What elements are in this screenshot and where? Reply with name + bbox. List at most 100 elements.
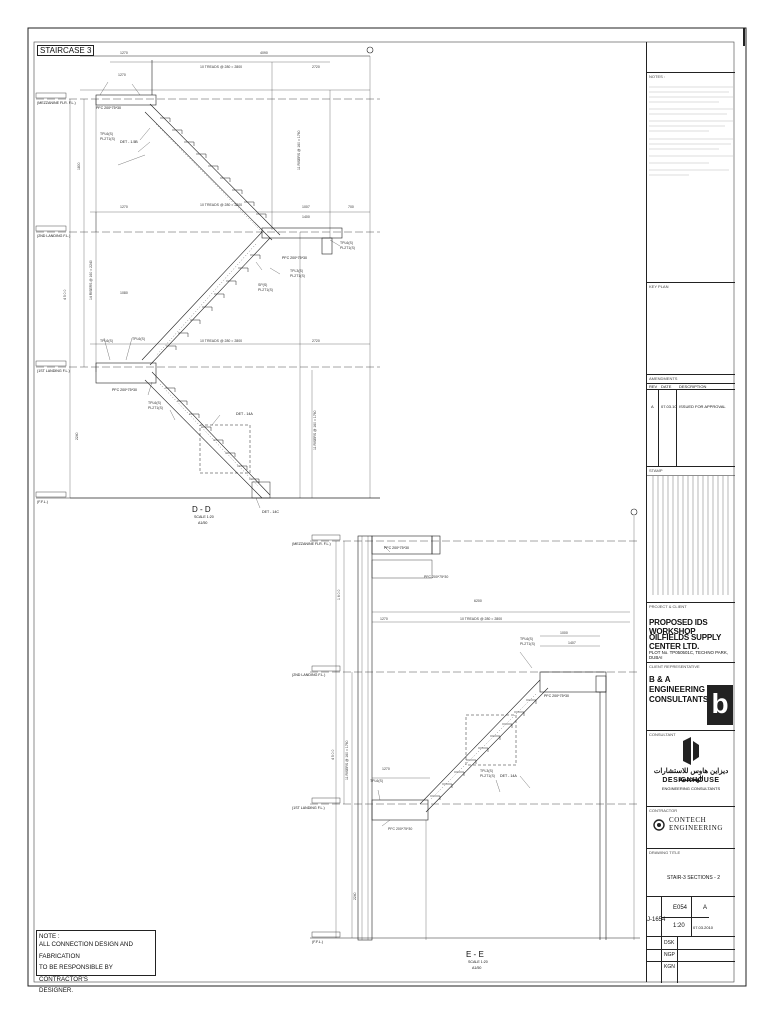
ee-label: PFC 200*75*30 bbox=[384, 546, 409, 550]
svg-text:700: 700 bbox=[348, 205, 354, 209]
svg-text:1080: 1080 bbox=[120, 291, 128, 295]
note-line: ALL CONNECTION DESIGN AND FABRICATION bbox=[39, 941, 133, 960]
note-line: DESIGNER. bbox=[39, 987, 74, 994]
dd-level-mezz: (MEZZANINE FLR. F.L.) bbox=[37, 101, 76, 105]
dd-level-2nd: (2ND LANDING F.L.) bbox=[37, 234, 71, 238]
svg-text:TPL6(S): TPL6(S) bbox=[370, 779, 383, 783]
drawing-date: 07.03.2010 bbox=[693, 925, 714, 930]
consultant-heading: CONSULTANT bbox=[649, 732, 676, 737]
svg-text:TPL6(S): TPL6(S) bbox=[132, 337, 145, 341]
amend-col: DESCRIPTION bbox=[679, 384, 707, 389]
svg-text:PL2T1(S): PL2T1(S) bbox=[480, 774, 495, 778]
dimension-annotations: 1270 4090 10 TREADS @ 280 = 2800 1270 2720… bbox=[100, 51, 576, 831]
vertical-dim-text: 1800 4 5 0 0 14 RISERS @ 160 = 2240 2240… bbox=[63, 130, 357, 900]
dd-level-1st: (1ST LANDING F.L.) bbox=[37, 369, 70, 373]
dd-label: PFC 200*75*30 bbox=[282, 256, 307, 260]
amend-desc: ISSUED FOR APPROVAL bbox=[679, 404, 726, 409]
consultant-logo: b bbox=[707, 685, 733, 725]
svg-text:1270: 1270 bbox=[118, 73, 126, 77]
svg-text:PFC 200*75*30: PFC 200*75*30 bbox=[424, 575, 448, 579]
svg-text:1407: 1407 bbox=[568, 641, 576, 645]
staircase-tag: STAIRCASE 3 bbox=[37, 45, 95, 56]
ee-level-mezz: (MEZZANINE FLR. F.L.) bbox=[292, 542, 331, 546]
amend-date: 07.03.10 bbox=[661, 404, 677, 409]
svg-text:1270: 1270 bbox=[382, 767, 390, 771]
svg-text:10 TREADS @ 280 = 2800: 10 TREADS @ 280 = 2800 bbox=[200, 339, 242, 343]
note-box: NOTE : ALL CONNECTION DESIGN AND FABRICA… bbox=[36, 930, 156, 994]
drawing-number-section: J-1654 E054 A 1:20 07.03.2010 bbox=[647, 896, 735, 937]
svg-text:1270: 1270 bbox=[120, 205, 128, 209]
title-block: NOTES : KEY PLAN AMENDMENTS REV DATE DES… bbox=[646, 42, 735, 983]
notes-heading: NOTES : bbox=[649, 74, 666, 79]
svg-text:1270: 1270 bbox=[120, 51, 128, 55]
consultant2-sub: ENGINEERING CONSULTANTS bbox=[661, 786, 721, 791]
revision-letter: A bbox=[703, 905, 708, 911]
ee-label: DET - 14A bbox=[500, 774, 517, 778]
drawing-title: STAIR-3 SECTIONS - 2 bbox=[667, 875, 720, 881]
svg-text:4090: 4090 bbox=[260, 51, 268, 55]
contractor-section: CONTRACTOR CONTECH ENGINEERING bbox=[647, 806, 735, 849]
ee-size: A1/50 bbox=[472, 966, 482, 970]
contractor-heading: CONTRACTOR bbox=[649, 808, 678, 813]
svg-text:4 5 0 0: 4 5 0 0 bbox=[331, 750, 335, 760]
svg-text:10 TREADS @ 280 = 2800: 10 TREADS @ 280 = 2800 bbox=[200, 65, 242, 69]
drawing-title-heading: DRAWING TITLE bbox=[649, 850, 681, 855]
svg-text:1007: 1007 bbox=[302, 205, 310, 209]
amend-col: REV bbox=[649, 384, 658, 389]
svg-text:10 TREADS @ 280 = 2800: 10 TREADS @ 280 = 2800 bbox=[460, 617, 502, 621]
drawn-by: NGP bbox=[664, 952, 675, 958]
dd-label: DET - 1.5B bbox=[120, 140, 138, 144]
dd-size: A1/50 bbox=[198, 521, 208, 525]
dd-title: D - D bbox=[192, 505, 211, 514]
contractor-name: CONTECH ENGINEERING bbox=[669, 816, 724, 832]
svg-text:TPL6(S): TPL6(S) bbox=[340, 241, 353, 245]
svg-text:TPL6(S): TPL6(S) bbox=[520, 637, 533, 641]
svg-text:SP(S): SP(S) bbox=[258, 283, 267, 287]
amend-row: A 07.03.10 ISSUED FOR APPROVAL bbox=[647, 389, 735, 467]
client-name: OILFIELDS SUPPLY CENTER LTD. bbox=[649, 633, 721, 651]
section-ee-drawing bbox=[310, 508, 640, 941]
svg-text:TPL3(S): TPL3(S) bbox=[480, 769, 493, 773]
svg-text:11 RISERS @ 160 = 1760: 11 RISERS @ 160 = 1760 bbox=[297, 130, 301, 170]
svg-text:PFC 200*75*30: PFC 200*75*30 bbox=[388, 827, 412, 831]
svg-text:11 RISERS @ 160 = 1760: 11 RISERS @ 160 = 1760 bbox=[313, 410, 317, 450]
drawing-number: E054 bbox=[673, 905, 688, 911]
consultant2-arabic: ديزاين هاوس للاستشارات الهندسية bbox=[653, 768, 729, 783]
svg-text:1270: 1270 bbox=[380, 617, 388, 621]
drawing-scale: 1:20 bbox=[673, 923, 685, 929]
project-section: PROJECT & CLIENT PROPOSED IDS WORKSHOP O… bbox=[647, 602, 735, 663]
amendments-section: AMENDMENTS REV DATE DESCRIPTION A 07.03.… bbox=[647, 374, 735, 467]
svg-text:4 5 0 0: 4 5 0 0 bbox=[63, 290, 67, 300]
designhouse-logo-icon bbox=[683, 737, 699, 765]
stamp-grid bbox=[647, 475, 735, 595]
svg-text:TPL6(S): TPL6(S) bbox=[148, 401, 161, 405]
svg-text:PL2T1(S): PL2T1(S) bbox=[148, 406, 163, 410]
dd-label: DET - 14A bbox=[236, 412, 253, 416]
signatures-section: DSK NGP KGN bbox=[647, 936, 735, 983]
svg-text:PL2T1(S): PL2T1(S) bbox=[340, 246, 355, 250]
ee-scale: SCALE 1:20 bbox=[468, 960, 488, 964]
ee-level-2nd: (2ND LANDING F.L.) bbox=[292, 673, 326, 677]
svg-text:PL2T1(S): PL2T1(S) bbox=[258, 288, 273, 292]
project-name: PROPOSED IDS WORKSHOP bbox=[649, 618, 708, 636]
checked-by: KGN bbox=[664, 964, 675, 970]
svg-text:1 6 0 0: 1 6 0 0 bbox=[337, 590, 341, 600]
ee-label: PFC 200*75*30 bbox=[544, 694, 569, 698]
ee-level-ffl: (F.F.L.) bbox=[312, 940, 323, 944]
ee-level-1st: (1ST LANDING F.L.) bbox=[292, 806, 325, 810]
dd-label: PFC 200*75*30 bbox=[96, 106, 121, 110]
svg-text:11 RISERS @ 160 = 1760: 11 RISERS @ 160 = 1760 bbox=[345, 740, 349, 780]
amendments-heading: AMENDMENTS bbox=[649, 376, 678, 381]
client-rep-section: CLIENT REPRESENTATIVE B & A ENGINEERING … bbox=[647, 662, 735, 731]
key-plan-heading: KEY PLAN bbox=[649, 284, 669, 289]
svg-text:2240: 2240 bbox=[75, 432, 79, 440]
svg-text:1000: 1000 bbox=[560, 631, 568, 635]
dd-label: DET - 14C bbox=[262, 510, 279, 514]
svg-text:2720: 2720 bbox=[312, 65, 320, 69]
svg-text:6200: 6200 bbox=[474, 599, 482, 603]
amend-col: DATE bbox=[661, 384, 672, 389]
consultant2-name: DESIGNHOUSE bbox=[662, 777, 720, 784]
notes-lines bbox=[649, 86, 733, 176]
svg-text:2720: 2720 bbox=[312, 339, 320, 343]
